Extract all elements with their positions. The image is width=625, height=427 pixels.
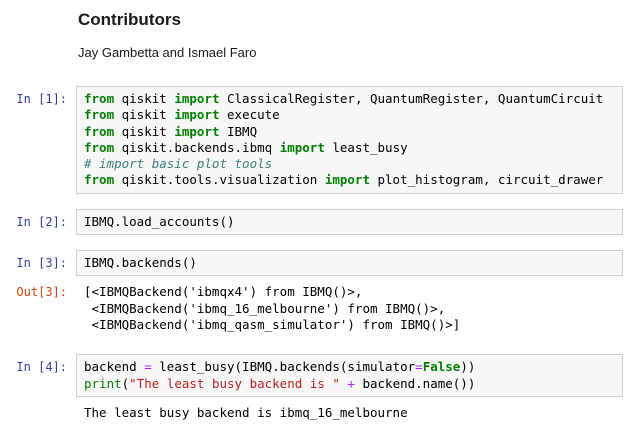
stream-output-text: The least busy backend is ibmq_16_melbou… <box>84 404 408 420</box>
code-token-pl: )) <box>460 359 476 375</box>
code-input[interactable]: IBMQ.backends() <box>76 250 623 277</box>
code-token-pl: least_busy(IBMQ.backends(simulator <box>151 359 416 375</box>
code-token-kw: False <box>422 359 461 375</box>
input-prompt: In [4]: <box>16 360 67 375</box>
code-token-kw: from <box>84 91 115 106</box>
stream-output-area: The least busy backend is ibmq_16_melbou… <box>0 404 625 427</box>
code-token-pl: qiskit <box>114 123 175 139</box>
code-token-pl: least_busy <box>324 139 408 155</box>
code-token-op: = <box>415 359 423 375</box>
code-token-kw: import <box>174 91 220 106</box>
code-cell[interactable]: In [3]: IBMQ.backends() Out[3]: [<IBMQBacke… <box>0 250 625 339</box>
code-input[interactable]: backend = least_busy(IBMQ.backends(simul… <box>76 354 623 397</box>
code-token-kw: from <box>84 107 115 123</box>
code-cell[interactable]: In [1]: from qiskit import ClassicalRegis… <box>0 86 625 194</box>
output-area: Out[3]: [<IBMQBackend('ibmqx4') from IBMQ… <box>0 283 625 339</box>
code-token-kw: from <box>84 139 115 155</box>
code-token-pl: IBMQ <box>219 123 258 139</box>
input-prompt: In [1]: <box>16 92 67 106</box>
input-row: In [3]: IBMQ.backends() <box>0 250 625 277</box>
code-input[interactable]: from qiskit import ClassicalRegister, Qu… <box>76 86 623 194</box>
code-token-pl: IBMQ.load_accounts() <box>84 213 235 229</box>
code-token-kw: import <box>174 123 220 139</box>
code-token-op: = <box>144 359 152 375</box>
code-token-pl: qiskit.backends.ibmq <box>114 139 280 155</box>
output-prompt: Out[3]: <box>16 285 67 300</box>
input-row: In [4]: backend = least_busy(IBMQ.backend… <box>0 354 625 397</box>
code-token-pl: IBMQ.backends() <box>84 255 197 271</box>
code-token-pl: qiskit <box>114 91 175 106</box>
code-token-pl: qiskit.tools.visualization <box>114 172 325 188</box>
code-token-op: + <box>347 375 355 391</box>
output-text: [<IBMQBackend('ibmqx4') from IBMQ()>, <I… <box>84 284 461 332</box>
code-token-st: "The least busy backend is " <box>129 375 340 391</box>
code-token-pl: ( <box>121 375 130 391</box>
code-cell[interactable]: In [2]: IBMQ.load_accounts() <box>0 208 625 236</box>
code-token-pl: ClassicalRegister, QuantumRegister, Quan… <box>219 91 604 106</box>
code-token-kw: import <box>279 139 325 155</box>
code-cell[interactable]: In [4]: backend = least_busy(IBMQ.backend… <box>0 354 625 427</box>
code-token-bi: print <box>84 375 122 391</box>
input-row: In [2]: IBMQ.load_accounts() <box>0 208 625 236</box>
code-token-pl: qiskit <box>114 107 175 123</box>
code-source: from qiskit import ClassicalRegister, Qu… <box>84 91 615 189</box>
code-token-pl: backend <box>84 359 145 375</box>
code-token-kw: from <box>84 123 115 139</box>
input-prompt: In [2]: <box>16 214 67 229</box>
code-input[interactable]: IBMQ.load_accounts() <box>76 208 623 236</box>
code-token-pl: execute <box>219 107 280 123</box>
code-token-kw: import <box>324 172 370 188</box>
input-row: In [1]: from qiskit import ClassicalRegis… <box>0 86 625 194</box>
code-source: IBMQ.backends() <box>84 255 615 271</box>
cells-container: In [1]: from qiskit import ClassicalRegis… <box>0 86 625 427</box>
markdown-cell[interactable]: Contributors Jay Gambetta and Ismael Far… <box>78 10 625 60</box>
markdown-paragraph: Jay Gambetta and Ismael Faro <box>78 45 257 60</box>
code-token-kw: from <box>84 172 115 188</box>
input-prompt: In [3]: <box>16 256 67 271</box>
code-token-kw: import <box>174 107 220 123</box>
code-source: backend = least_busy(IBMQ.backends(simul… <box>84 359 615 392</box>
code-source: IBMQ.load_accounts() <box>84 214 615 230</box>
markdown-heading: Contributors <box>78 10 181 29</box>
code-token-pl: plot_histogram, circuit_drawer <box>369 172 604 188</box>
code-token-pl: backend.name()) <box>354 375 476 391</box>
code-token-cm: # import basic plot tools <box>84 156 273 172</box>
